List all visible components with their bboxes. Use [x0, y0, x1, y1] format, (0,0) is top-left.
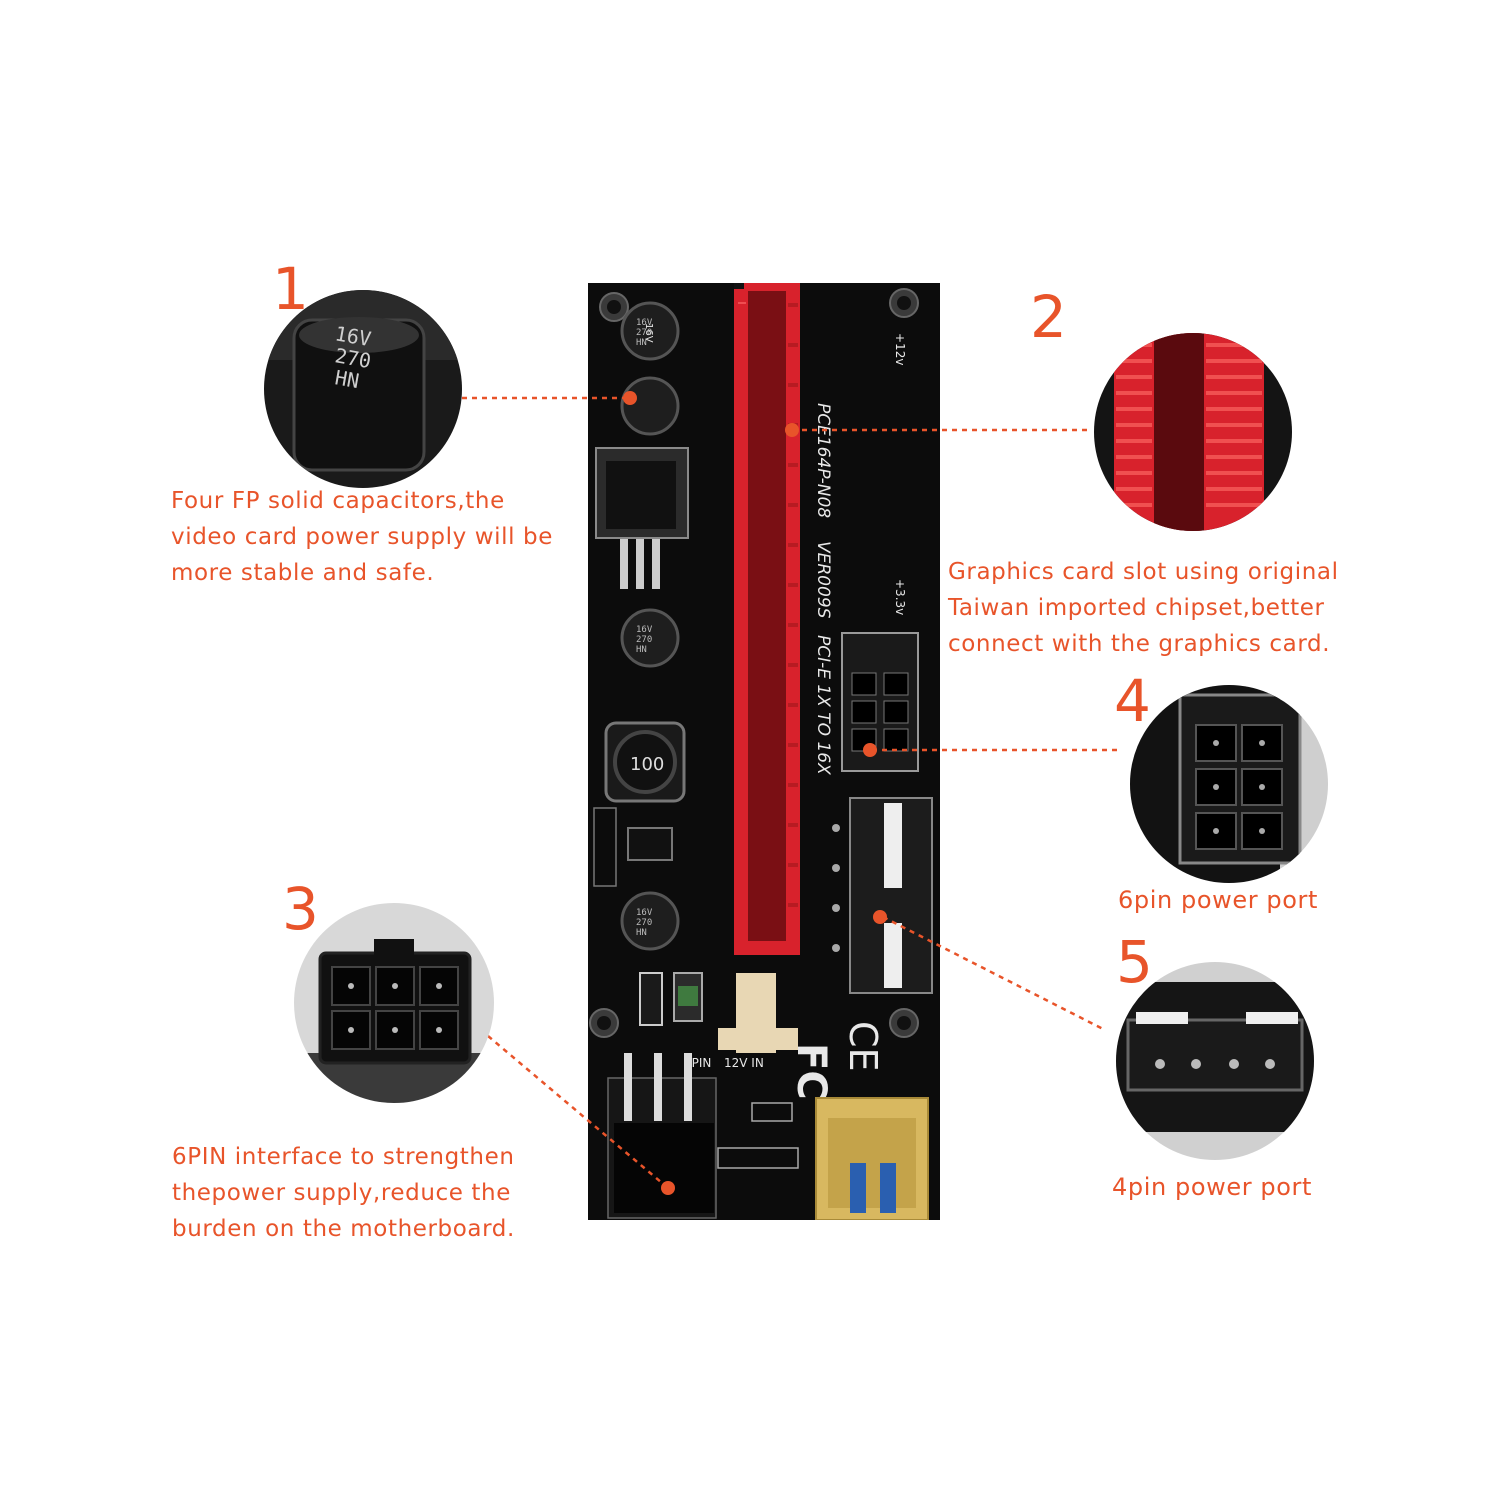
svg-text:VER009S: VER009S	[813, 541, 833, 619]
svg-text:HN: HN	[636, 338, 647, 348]
callout-5-zoom-4pin-port	[1116, 962, 1314, 1160]
callout-3-line-1: 6PIN interface to strengthen	[172, 1144, 515, 1170]
svg-text:16V: 16V	[643, 323, 654, 343]
callout-3-description: 6PIN interface to strengthen thepower su…	[172, 1139, 515, 1247]
callout-2-line-2: Taiwan imported chipset,better	[948, 595, 1325, 621]
callout-1-zoom-capacitor: 16V 270 HN	[264, 290, 462, 488]
svg-text:CE: CE	[841, 1021, 885, 1072]
callout-2-line-1: Graphics card slot using original	[948, 559, 1339, 585]
svg-text:16V: 16V	[636, 625, 653, 635]
callout-4-caption: 6pin power port	[1118, 886, 1319, 914]
svg-text:270: 270	[636, 328, 652, 338]
svg-text:HN: HN	[636, 928, 647, 938]
callout-5-caption: 4pin power port	[1112, 1173, 1313, 1201]
callout-3-line-2: thepower supply,reduce the	[172, 1180, 511, 1206]
callout-2-number: 2	[1030, 283, 1067, 351]
svg-text:16V: 16V	[636, 908, 653, 918]
callout-4-number: 4	[1114, 667, 1151, 735]
callout-1-line-3: more stable and safe.	[171, 560, 435, 586]
callout-1-line-1: Four FP solid capacitors,the	[171, 488, 505, 514]
svg-text:PCI-E 1X TO 16X: PCI-E 1X TO 16X	[813, 635, 833, 775]
svg-text:270: 270	[636, 635, 652, 645]
svg-text:+12v: +12v	[893, 333, 907, 365]
callout-5-number: 5	[1116, 928, 1153, 996]
callout-3-number: 3	[282, 875, 319, 943]
callout-3-zoom-6pin	[294, 903, 494, 1103]
svg-text:100: 100	[630, 754, 664, 775]
svg-text:FC: FC	[788, 1043, 834, 1100]
callout-1-description: Four FP solid capacitors,the video card …	[171, 483, 553, 591]
callout-1-number: 1	[272, 255, 309, 323]
svg-text:270: 270	[636, 918, 652, 928]
svg-text:PCE164P-N08: PCE164P-N08	[813, 403, 833, 518]
callout-1-line-2: video card power supply will be	[171, 524, 553, 550]
svg-text:+3.3v: +3.3v	[893, 579, 907, 615]
callout-2-description: Graphics card slot using original Taiwan…	[948, 554, 1339, 662]
svg-text:16V: 16V	[636, 318, 653, 328]
callout-2-line-3: connect with the graphics card.	[948, 631, 1331, 657]
svg-text:12V IN: 12V IN	[724, 1056, 764, 1070]
svg-text:HN: HN	[636, 645, 647, 655]
svg-text:HN: HN	[333, 365, 361, 393]
callout-3-line-3: burden on the motherboard.	[172, 1216, 515, 1242]
callout-4-zoom-6pin-port	[1130, 685, 1328, 883]
capacitor-ec1: 16V	[620, 301, 680, 361]
callout-2-zoom-slot	[1094, 333, 1292, 531]
